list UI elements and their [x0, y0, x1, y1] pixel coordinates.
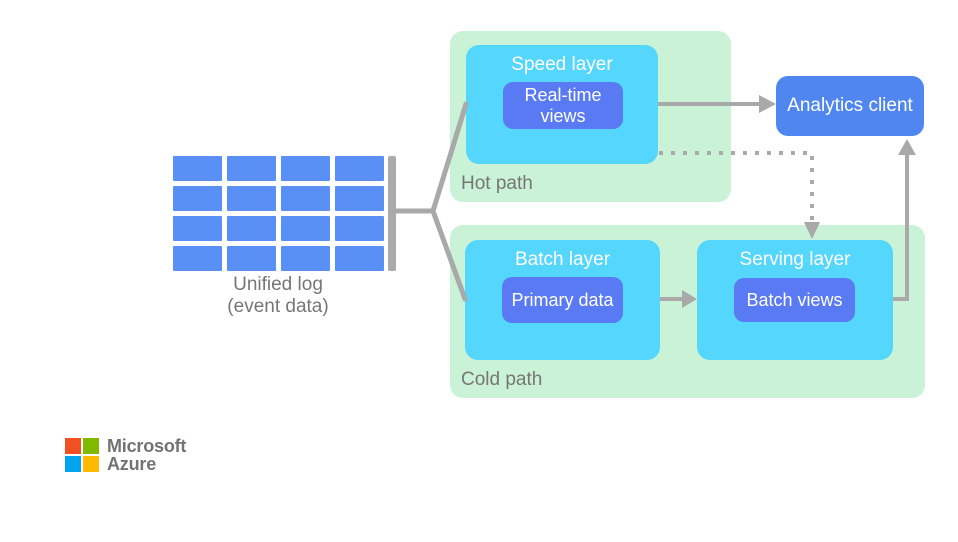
log-cell [335, 156, 384, 181]
serving-layer-title: Serving layer [739, 249, 851, 270]
microsoft-logo-icon [65, 438, 99, 472]
speed-layer-title: Speed layer [511, 54, 613, 75]
log-cell [227, 216, 276, 241]
ms-square-red [65, 438, 81, 454]
log-cell [227, 186, 276, 211]
serving-to-analytics-arrowhead-icon [898, 139, 916, 155]
ms-square-blue [65, 456, 81, 472]
unified-log-caption-line1: Unified log [233, 274, 323, 295]
hot-path-label: Hot path [461, 173, 533, 194]
log-cell [281, 186, 330, 211]
real-time-views-box: Real-time views [503, 82, 623, 129]
batch-views-box: Batch views [734, 278, 855, 322]
batch-layer-title: Batch layer [514, 249, 611, 270]
log-cell [173, 246, 222, 271]
log-cell [281, 246, 330, 271]
log-cell [173, 216, 222, 241]
speed-to-analytics-arrowhead-icon [759, 95, 776, 113]
log-cell [173, 156, 222, 181]
log-cell [227, 156, 276, 181]
unified-log-caption: Unified log (event data) [143, 274, 413, 318]
log-cell [281, 216, 330, 241]
log-cell [281, 156, 330, 181]
real-time-views-line2: views [540, 105, 586, 126]
log-cell [227, 246, 276, 271]
cold-path-label: Cold path [461, 369, 543, 390]
log-cell [173, 186, 222, 211]
unified-log-caption-line2: (event data) [227, 296, 329, 317]
analytics-client-box: Analytics client [776, 76, 924, 136]
azure-wordmark-line: Azure [107, 454, 157, 474]
log-cell [335, 216, 384, 241]
microsoft-wordmark-line: Microsoft [107, 436, 187, 456]
log-cell [335, 246, 384, 271]
ms-square-green [83, 438, 99, 454]
ms-square-yellow [83, 456, 99, 472]
unified-log-bar [388, 156, 396, 271]
unified-log-grid [173, 156, 384, 271]
batch-layer-box: Batch layer Primary data [465, 240, 660, 360]
serving-layer-box: Serving layer Batch views [697, 240, 893, 360]
microsoft-azure-wordmark: Microsoft Azure [107, 437, 186, 473]
primary-data-box: Primary data [502, 277, 623, 323]
speed-layer-box: Speed layer Real-time views [466, 45, 658, 164]
log-cell [335, 186, 384, 211]
real-time-views-line1: Real-time [524, 84, 602, 105]
